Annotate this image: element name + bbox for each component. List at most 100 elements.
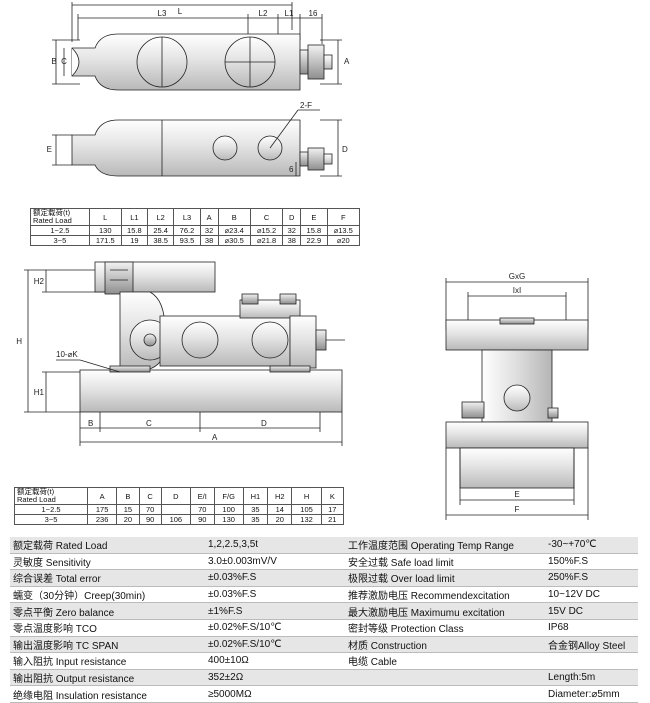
dim-A-label: A <box>344 57 350 66</box>
table-header-cell: C <box>138 487 162 505</box>
spec-left-value: 400±10Ω <box>205 652 345 670</box>
assembly-side-view <box>445 278 589 520</box>
dim-H-label: H <box>16 337 22 346</box>
table-cell: ⌀23.4 <box>217 225 251 236</box>
table-cell: 17 <box>320 504 345 515</box>
table-cell: 70 <box>138 504 162 515</box>
dim-6-label: 6 <box>289 165 294 174</box>
spec-left-label: 额定载荷 Rated Load <box>10 537 205 554</box>
spec-right-label <box>345 685 545 703</box>
dim-L3-label: L3 <box>158 9 167 18</box>
table-cell: 32 <box>282 225 302 236</box>
spec-right-value: 15V DC <box>545 602 638 620</box>
spec-left-label: 零点平衡 Zero balance <box>10 602 205 620</box>
table-cell: 106 <box>160 514 191 525</box>
table-cell: 70 <box>189 504 215 515</box>
dim-2F-label: 2-F <box>300 101 312 110</box>
table-cell: 14 <box>267 504 293 515</box>
dim-L2-label: L2 <box>259 9 268 18</box>
spec-left-label: 灵敏度 Sensitivity <box>10 553 205 571</box>
table-cell: 22.9 <box>300 235 328 246</box>
table-cell: ⌀15.2 <box>249 225 284 236</box>
spec-right-value: -30~+70℃ <box>545 537 638 554</box>
sensor-side-view <box>52 109 342 177</box>
table-header-cell: E/I <box>189 487 215 505</box>
table-cell: 35 <box>242 504 269 515</box>
table-cell: 20 <box>116 514 140 525</box>
table-cell: 32 <box>199 225 219 236</box>
dim-H1-label: H1 <box>34 388 45 397</box>
spec-left-value: ±0.03%F.S <box>205 569 345 587</box>
table-cell: 20 <box>267 514 293 525</box>
spec-right-value: IP68 <box>545 619 638 637</box>
table-header-cell: K <box>320 487 345 505</box>
table-cell: 236 <box>87 514 118 525</box>
table-cell: 132 <box>291 514 322 525</box>
spec-right-value: Diameter:⌀5mm <box>545 685 638 703</box>
spec-left-label: 蠕变（30分钟）Creep(30min) <box>10 586 205 604</box>
table-header-cell: H2 <box>267 487 293 505</box>
table-cell: 38 <box>282 235 302 246</box>
dim-D2-label: D <box>261 419 267 428</box>
spec-right-value: Length:5m <box>545 669 638 687</box>
table-cell: 175 <box>87 504 118 515</box>
table-cell: 35 <box>242 514 269 525</box>
dim-B-label: B <box>51 57 56 66</box>
spec-right-label: 安全过载 Safe load limit <box>345 553 545 571</box>
table-cell: ⌀13.5 <box>326 225 361 236</box>
table-header-cell: A <box>87 487 118 505</box>
table-cell <box>160 504 191 515</box>
dim-D-label: D <box>342 145 348 154</box>
table-header-cell: H1 <box>242 487 269 505</box>
dim-GxG-label: GxG <box>509 272 525 281</box>
spec-left-value: 3.0±0.003mV/V <box>205 553 345 571</box>
table-header-cell: L <box>88 208 122 226</box>
spec-right-label: 材质 Construction <box>345 636 545 654</box>
assembly-front-view <box>24 261 345 446</box>
table-cell: 15 <box>116 504 140 515</box>
spec-left-label: 综合误差 Total error <box>10 569 205 587</box>
table-header-cell: L3 <box>173 208 201 226</box>
table-cell: 100 <box>213 504 244 515</box>
spec-left-label: 输出阻抗 Output resistance <box>10 669 205 687</box>
table-cell: ⌀21.8 <box>249 235 284 246</box>
table-header-cell: A <box>199 208 219 226</box>
table-cell: 3~5 <box>13 514 89 525</box>
spec-left-value: ±0.02%F.S/10℃ <box>205 636 345 654</box>
table-cell: 130 <box>88 225 122 236</box>
spec-right-label: 电缆 Cable <box>345 652 545 670</box>
spec-right-label <box>345 669 545 687</box>
table-header-cell: L1 <box>120 208 149 226</box>
spec-left-value: ±0.03%F.S <box>205 586 345 604</box>
spec-right-label: 工作温度范围 Operating Temp Range <box>345 537 545 554</box>
table-cell: 76.2 <box>173 225 201 236</box>
table-cell: 1~2.5 <box>30 225 90 236</box>
table-cell: 130 <box>213 514 244 525</box>
table-cell: 21 <box>320 514 345 525</box>
table-cell: 171.5 <box>88 235 122 246</box>
sensor-top-view <box>52 2 342 91</box>
spec-right-label: 推荐激励电压 Recommendexcitation <box>345 586 545 604</box>
spec-left-value: ±0.02%F.S/10℃ <box>205 619 345 637</box>
dim-A2-label: A <box>212 433 218 442</box>
dim-L1-label: L1 <box>285 9 294 18</box>
spec-left-value: ≥5000MΩ <box>205 685 345 703</box>
dim-IxI-label: IxI <box>513 286 521 295</box>
dim-F2-label: F <box>515 505 520 514</box>
table-cell: ⌀30.5 <box>217 235 251 246</box>
table-cell: 15.8 <box>300 225 328 236</box>
table-header-cell: D <box>282 208 302 226</box>
